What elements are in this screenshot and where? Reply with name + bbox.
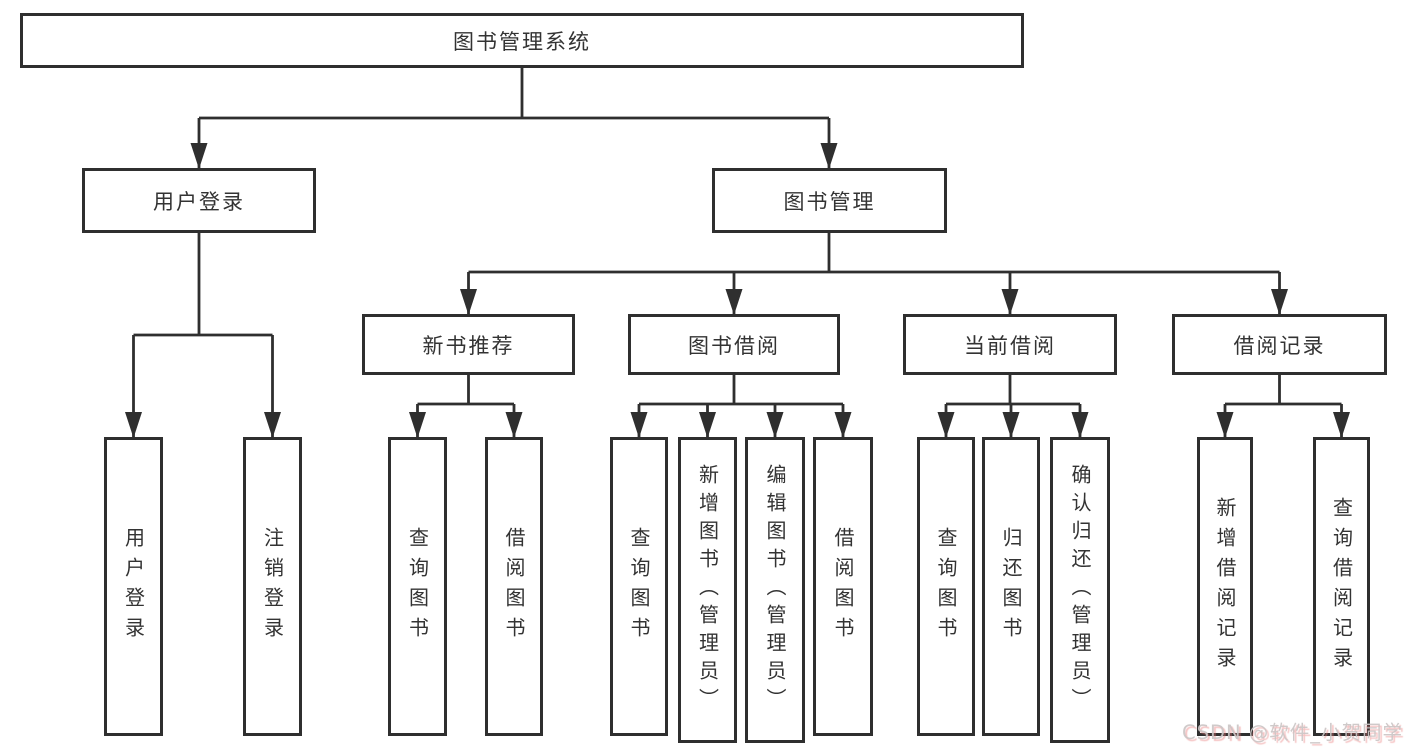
leaf-user-login: 用户登录 <box>104 437 163 736</box>
node-label: 查询图书 <box>934 526 958 647</box>
leaf-add-books-admin: 新增图书（管理员） <box>678 437 737 743</box>
node-label: 当前借阅 <box>964 333 1056 358</box>
csdn-watermark: CSDN @软件_小贺同学 <box>1181 721 1403 744</box>
node-current-borrow: 当前借阅 <box>903 314 1117 375</box>
node-label: 用户登录 <box>121 526 146 647</box>
leaf-query-borrow-record: 查询借阅记录 <box>1313 437 1370 736</box>
node-label: 确认归还（管理员） <box>1068 464 1092 716</box>
node-book-management: 图书管理 <box>712 168 947 233</box>
node-label: 新增借阅记录 <box>1213 496 1237 677</box>
node-label: 图书借阅 <box>688 333 780 358</box>
node-label: 借阅图书 <box>502 526 526 647</box>
leaf-logout: 注销登录 <box>243 437 302 736</box>
node-label: 编辑图书（管理员） <box>763 464 787 716</box>
node-label: 图书管理系统 <box>453 29 591 54</box>
node-label: 注销登录 <box>260 526 285 647</box>
node-borrow-records: 借阅记录 <box>1172 314 1387 375</box>
node-label: 查询图书 <box>627 526 651 647</box>
leaf-borrow-books: 借阅图书 <box>813 437 873 736</box>
node-root-system: 图书管理系统 <box>20 13 1024 68</box>
node-label: 查询图书 <box>405 526 430 647</box>
leaf-return-books: 归还图书 <box>982 437 1040 736</box>
node-label: 归还图书 <box>999 526 1023 647</box>
leaf-query-books-recommend: 查询图书 <box>388 437 447 736</box>
leaf-confirm-return-admin: 确认归还（管理员） <box>1050 437 1110 743</box>
node-label: 查询借阅记录 <box>1329 496 1354 677</box>
node-label: 借阅记录 <box>1233 333 1326 358</box>
leaf-add-borrow-record: 新增借阅记录 <box>1197 437 1253 736</box>
leaf-borrow-books-recommend: 借阅图书 <box>485 437 543 736</box>
node-book-borrow: 图书借阅 <box>628 314 840 375</box>
node-label: 用户登录 <box>153 189 245 214</box>
node-new-book-recommend: 新书推荐 <box>362 314 575 375</box>
node-label: 新书推荐 <box>422 333 515 358</box>
leaf-query-books-current: 查询图书 <box>917 437 975 736</box>
node-label: 借阅图书 <box>831 526 855 647</box>
node-label: 图书管理 <box>783 189 876 214</box>
node-user-login: 用户登录 <box>82 168 316 233</box>
leaf-query-books-borrow: 查询图书 <box>610 437 668 736</box>
leaf-edit-books-admin: 编辑图书（管理员） <box>745 437 805 743</box>
node-label: 新增图书（管理员） <box>695 464 720 716</box>
